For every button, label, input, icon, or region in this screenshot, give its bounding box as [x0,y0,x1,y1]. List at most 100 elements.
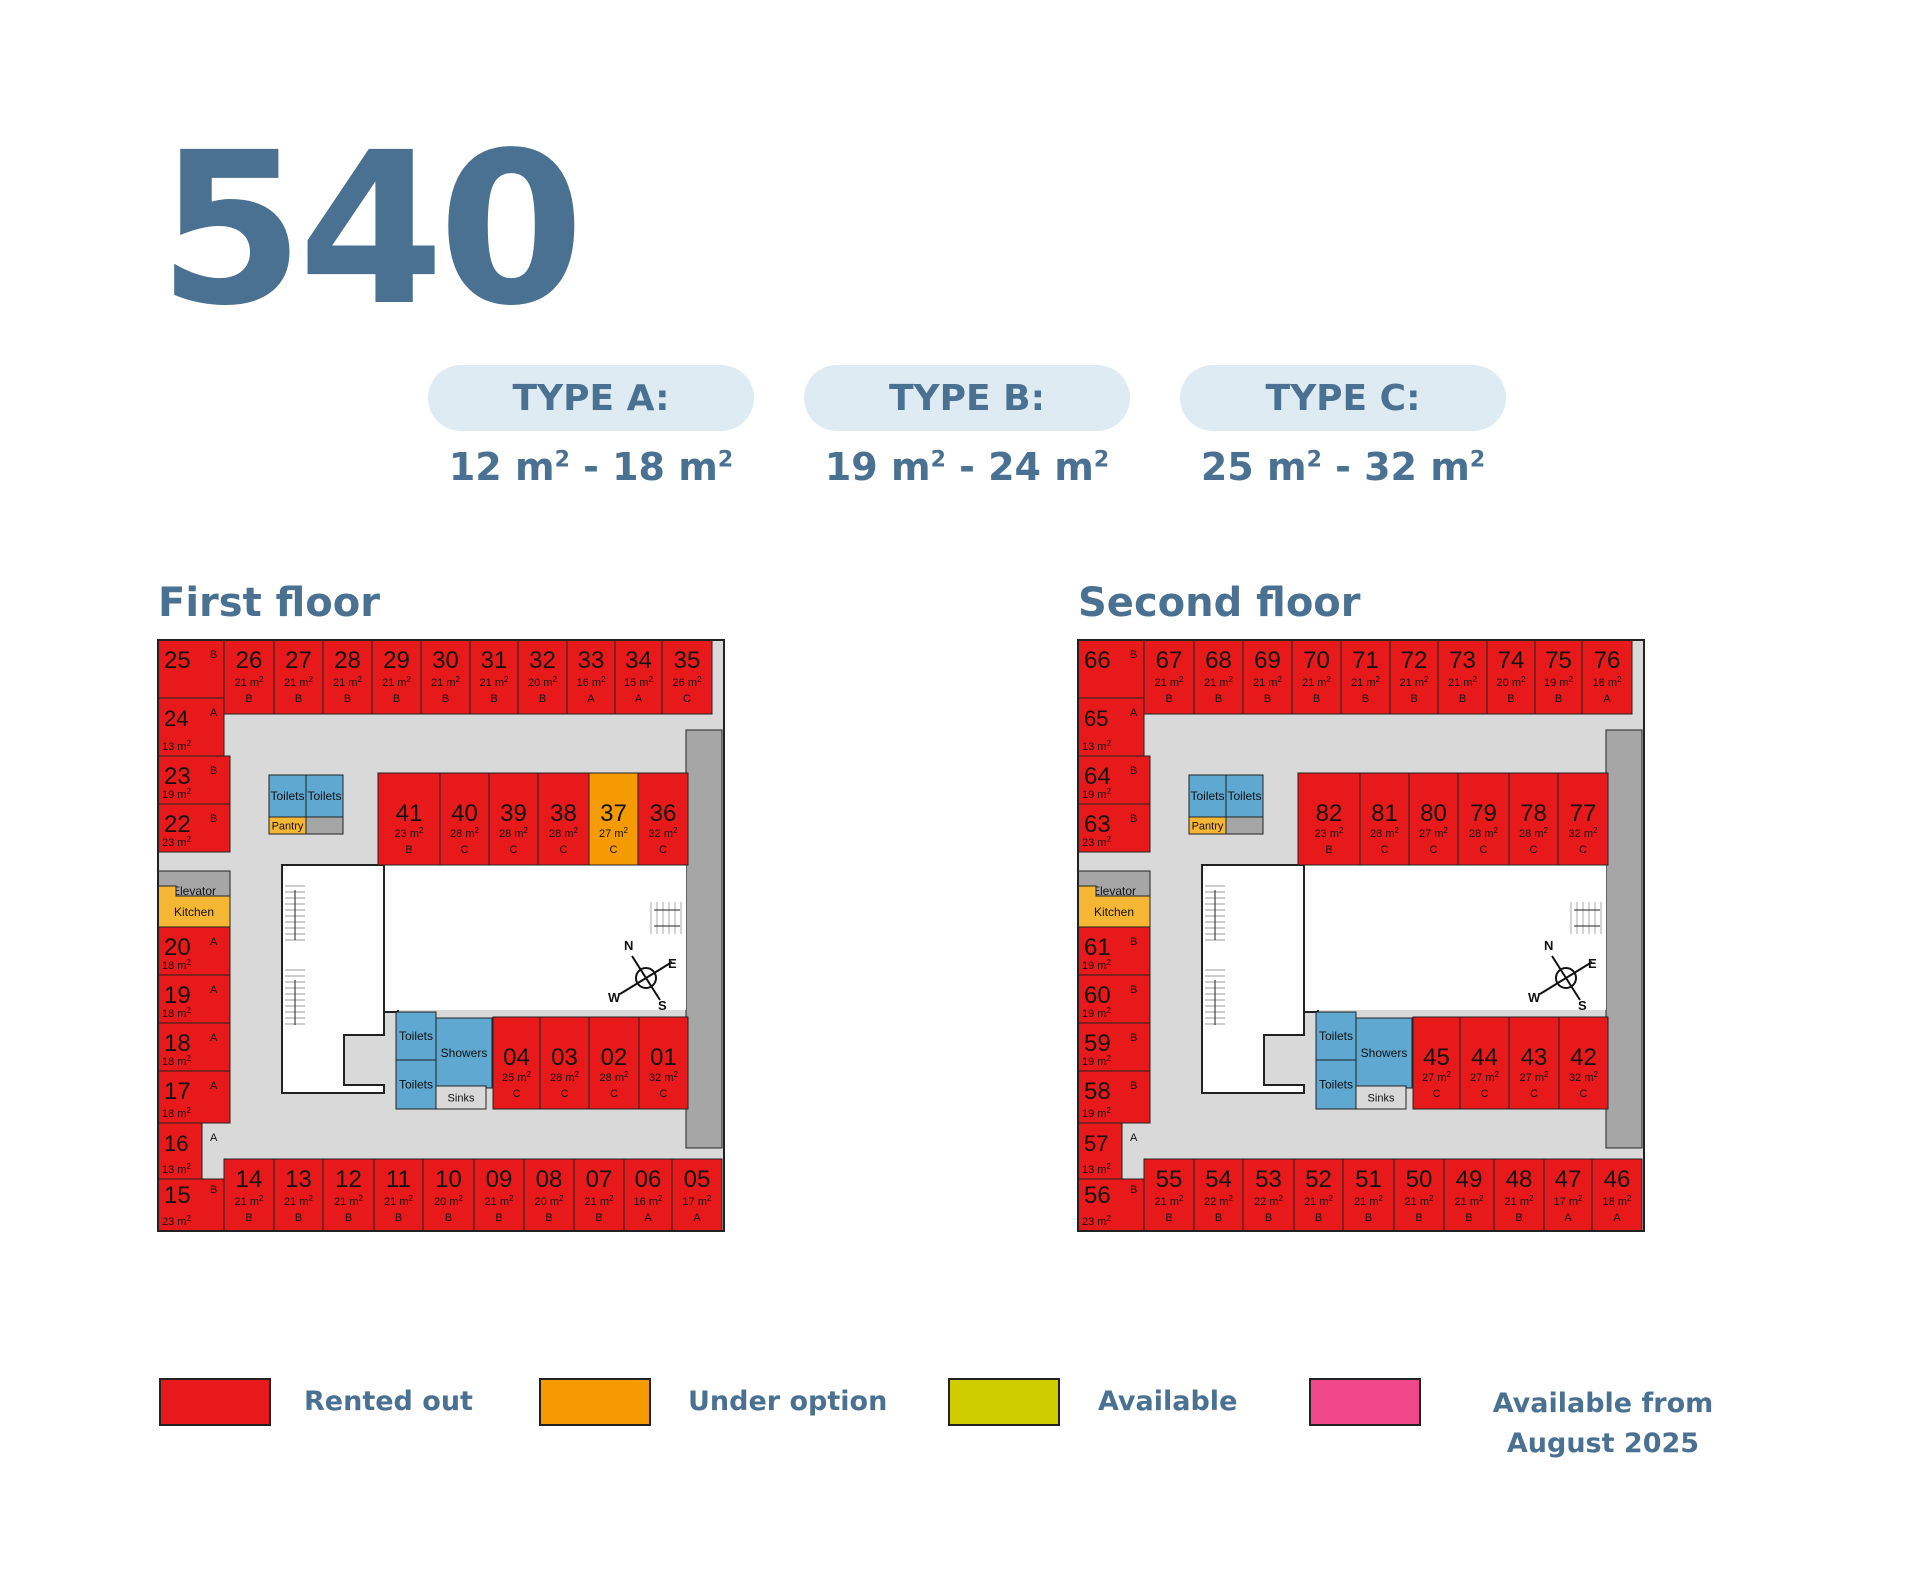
unit-number: 58 [1084,1078,1111,1105]
unit-area: 27 m2 [1470,1070,1499,1084]
unit-area: 18 m2 [162,1054,191,1068]
unit-area: 22 m2 [1254,1194,1283,1208]
unit-type: C [513,1088,521,1100]
unit-type: A [210,1132,218,1144]
unit-area: 26 m2 [673,675,702,689]
unit-box [223,1158,275,1232]
unit-type: B [1215,1212,1222,1224]
legend-swatch-rented [159,1378,271,1426]
unit-type: C [1530,844,1538,856]
unit-number: 60 [1084,982,1111,1009]
unit-box [473,1158,525,1232]
unit-type: C [560,844,568,856]
unit-area: 23 m2 [1315,826,1344,840]
unit-area: 32 m2 [649,1070,678,1084]
unit-type: C [561,1088,569,1100]
unit-type: B [295,1212,302,1224]
kitchen-label: Kitchen [1094,905,1134,919]
unit-number: 17 [164,1078,191,1105]
unit-number: 03 [551,1044,578,1071]
unit-number: 75 [1545,647,1572,674]
